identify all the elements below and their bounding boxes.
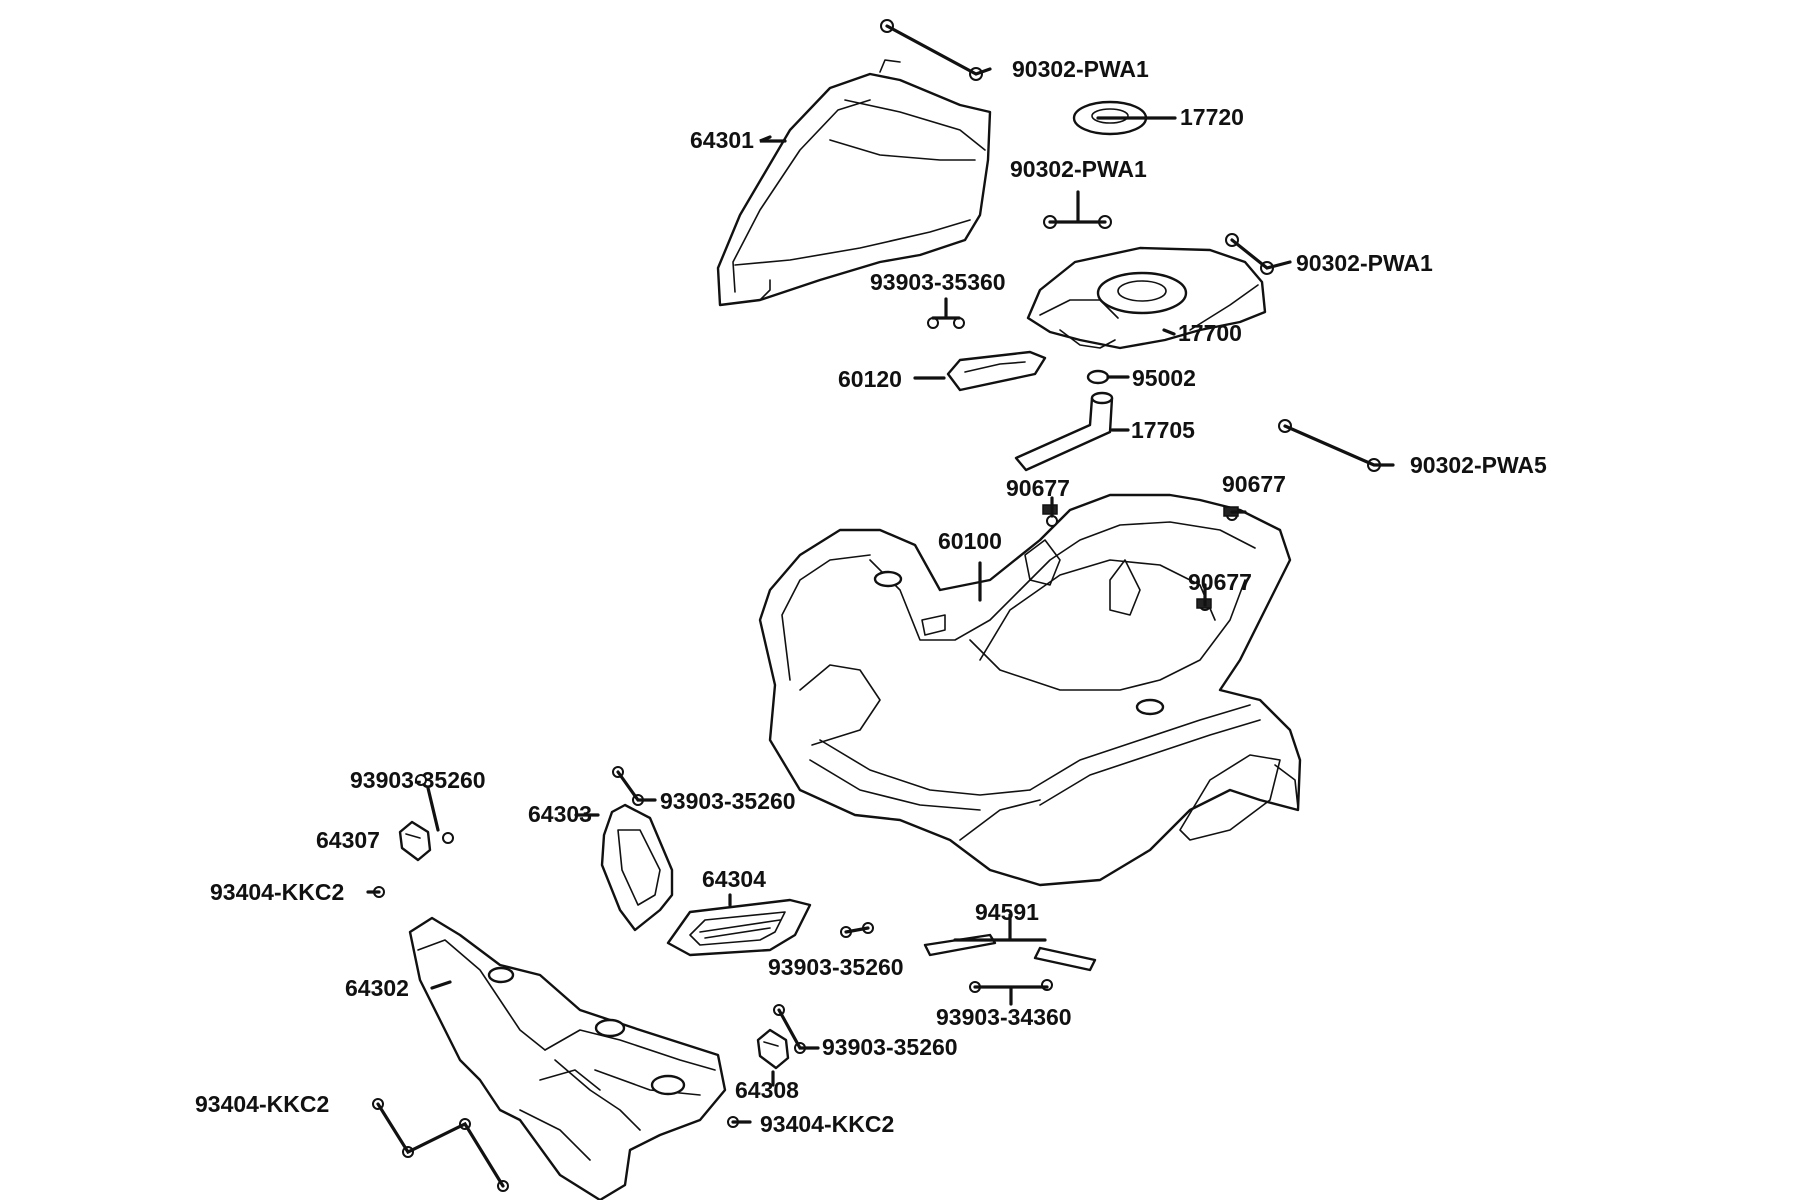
duct-cover-part (600, 803, 674, 932)
label-screw-small-a: 93404-KKC2 (210, 879, 344, 905)
seat-cover-part (716, 59, 992, 307)
label-strap: 94591 (975, 899, 1039, 925)
grommet-part (1086, 369, 1110, 385)
tank-cover-part (1026, 246, 1267, 350)
label-screw-duct: 93903-35260 (660, 788, 796, 814)
label-tank-cap-ring: 17720 (1180, 104, 1244, 130)
label-bolt-side: 90302-PWA5 (1410, 452, 1547, 478)
grille-part (666, 898, 812, 957)
label-reflector-left: 64307 (316, 827, 380, 853)
reflector-left-part (398, 820, 432, 862)
label-screw-grille: 93903-35260 (768, 954, 904, 980)
label-screw-small-c: 93404-KKC2 (760, 1111, 894, 1137)
label-duct-cover: 64303 (528, 801, 592, 827)
label-bolt-top-c: 90302-PWA1 (1296, 250, 1433, 276)
label-emblem: 60120 (838, 366, 902, 392)
part-labels: 64301 90302-PWA1 17720 90302-PWA1 90302-… (195, 56, 1547, 1137)
front-bumper-part (408, 916, 727, 1200)
label-screw-right-b: 93903-35260 (822, 1034, 958, 1060)
label-breather-tube: 17705 (1131, 417, 1195, 443)
label-screw-strap: 93903-34360 (936, 1004, 1072, 1030)
label-clip-a: 90677 (1006, 475, 1070, 501)
label-bolt-top-a: 90302-PWA1 (1012, 56, 1149, 82)
label-front-bumper: 64302 (345, 975, 409, 1001)
label-front-fender: 60100 (938, 528, 1002, 554)
label-grommet: 95002 (1132, 365, 1196, 391)
front-fender-part (758, 493, 1302, 887)
label-clip-c: 90677 (1188, 569, 1252, 595)
label-reflector-right: 64308 (735, 1077, 799, 1103)
label-seat-cover: 64301 (690, 127, 754, 153)
reflector-right-part (756, 1028, 790, 1070)
label-grille: 64304 (702, 866, 766, 892)
leader-lines (366, 24, 1395, 1188)
label-screw-left-a: 93903-35260 (350, 767, 486, 793)
label-tank-cover: 17700 (1178, 320, 1242, 346)
label-screw-tank-cover: 93903-35360 (870, 269, 1006, 295)
label-bolt-top-b: 90302-PWA1 (1010, 156, 1147, 182)
breather-tube-part (1014, 391, 1114, 472)
emblem-part (946, 350, 1047, 392)
label-clip-b: 90677 (1222, 471, 1286, 497)
label-screw-small-b: 93404-KKC2 (195, 1091, 329, 1117)
